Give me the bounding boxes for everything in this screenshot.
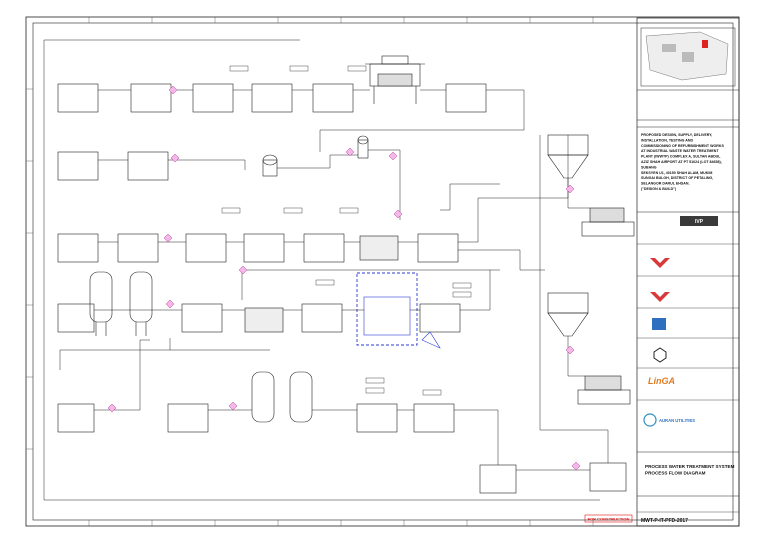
text-line: SEKSYEN U1, 40150 SHAH ALAM, MUKIM bbox=[641, 171, 712, 175]
key-plan bbox=[640, 27, 736, 87]
title-block: PROPOSED DESIGN, SUPPLY, DELIVERY,INSTAL… bbox=[636, 17, 740, 527]
pressure-filters-1 bbox=[89, 271, 153, 336]
text-line: AZIZ SHAH AIRPORT AT PT 51624 (LOT 84658… bbox=[641, 160, 722, 164]
text-line: SELANGOR DARUL EHSAN. bbox=[641, 182, 689, 186]
clarifier-top bbox=[365, 55, 425, 104]
tank-row-2 bbox=[57, 135, 369, 181]
text-line: SUNGAI BULOH, DISTRICT OF PETALING, bbox=[641, 176, 713, 180]
process-flow-area bbox=[43, 39, 635, 501]
auran-logo-text: AURAN UTILITIES bbox=[659, 418, 695, 423]
text-line: AT INDUSTRIAL WASTE WATER TREATMENT bbox=[641, 149, 719, 153]
sludge-hopper-2 bbox=[547, 292, 589, 337]
text-line: PROPOSED DESIGN, SUPPLY, DELIVERY, bbox=[641, 133, 712, 137]
piping bbox=[43, 39, 609, 501]
inner-border bbox=[32, 22, 734, 521]
drawing-number: MWT-P-IT-PFD-2017 bbox=[641, 518, 688, 524]
drawing-title: PROCESS WATER TREATMENT SYSTEM PROCESS FL… bbox=[645, 464, 735, 476]
stamp-text: FOR CONSTRUCTION bbox=[588, 517, 630, 522]
filter-press-2 bbox=[577, 375, 631, 405]
svg-text:IVP: IVP bbox=[695, 219, 704, 225]
text-line: PROCESS FLOW DIAGRAM bbox=[645, 471, 706, 476]
text-line: PROCESS WATER TREATMENT SYSTEM bbox=[645, 464, 735, 469]
construction-stamp: FOR CONSTRUCTION bbox=[584, 514, 633, 523]
tank-row-3 bbox=[57, 233, 459, 263]
grid-reference-ticks bbox=[26, 17, 594, 526]
text-line: COMMISSIONING OF REFURBISHMENT WORKS bbox=[641, 144, 724, 148]
linga-logo-text: LinGA bbox=[648, 376, 675, 386]
text-line: PLANT (IWWTP) COMPLEX A, SULTAN ABDUL bbox=[641, 155, 721, 159]
text-line: INSTALLATION, TESTING AND bbox=[641, 138, 693, 142]
text-line: SUBANG bbox=[641, 165, 657, 169]
project-description: PROPOSED DESIGN, SUPPLY, DELIVERY,INSTAL… bbox=[641, 133, 724, 191]
valves bbox=[107, 85, 581, 471]
pressure-filters-2 bbox=[251, 371, 313, 423]
company-blocks: IVP LinGA AURAN UTILITIES bbox=[637, 216, 739, 453]
tank-row-4 bbox=[57, 303, 461, 333]
tank-row-1 bbox=[57, 83, 487, 113]
instrument-tags bbox=[221, 65, 472, 396]
filter-press-1 bbox=[581, 207, 635, 237]
selection-highlight bbox=[356, 272, 441, 349]
text-line: ("DESIGN & BUILD") bbox=[641, 187, 677, 191]
